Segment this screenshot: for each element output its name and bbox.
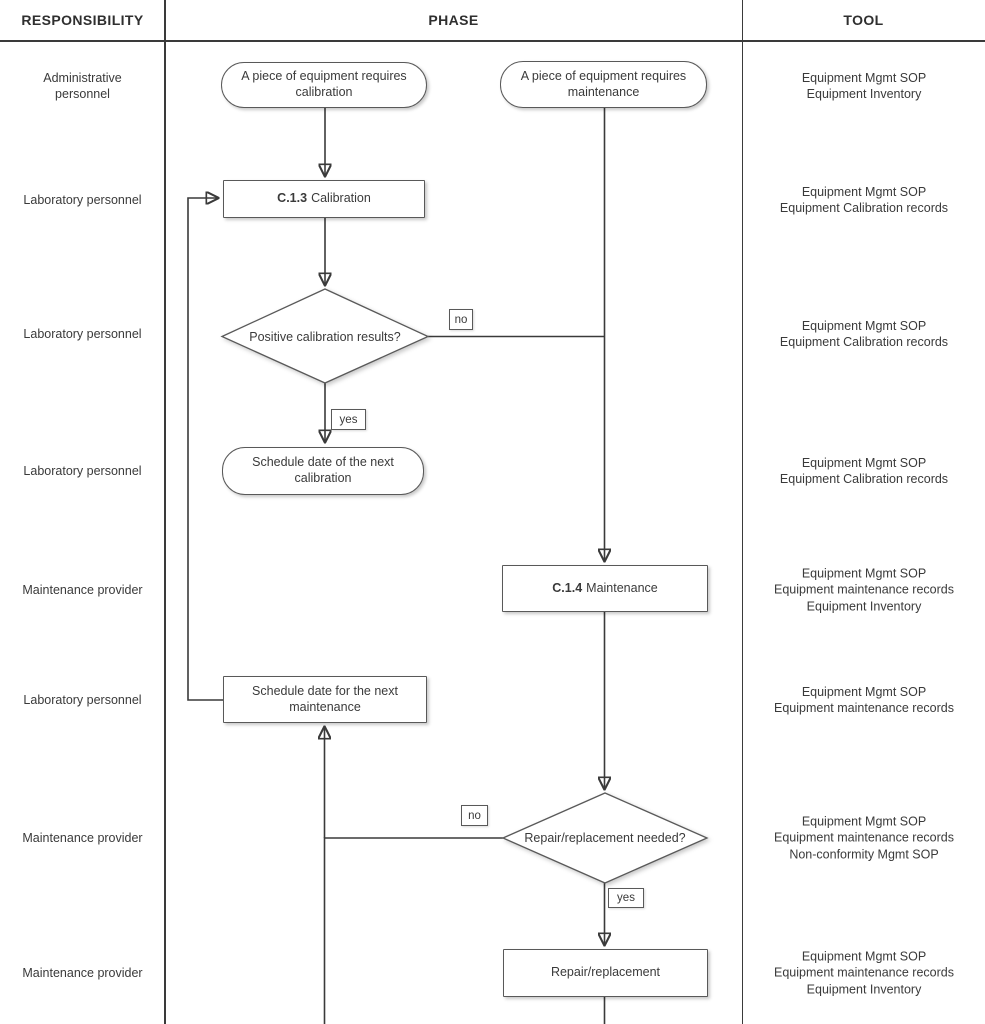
start-calibration-node: A piece of equipment requires calibratio… [221,62,427,108]
tool-label: Equipment Mgmt SOP Equipment maintenance… [774,684,954,715]
column-divider-left [164,0,166,1024]
edge-label-repair-yes: yes [608,888,644,908]
header-divider [0,40,985,42]
tool-label: Equipment Mgmt SOP Equipment Inventory [801,70,927,101]
schedule-calibration-node: Schedule date of the next calibration [222,447,424,495]
header-tool: TOOL [843,12,884,28]
edge-label-calibration-yes: yes [331,409,366,430]
edge-decision2-no [323,837,503,1024]
responsibility-label: Maintenance provider [22,582,143,597]
responsibility-label: Maintenance provider [22,965,143,980]
tool-label: Equipment Mgmt SOP Equipment maintenance… [774,814,954,862]
header-phase: PHASE [428,12,479,28]
tool-label: Equipment Mgmt SOP Equipment Calibration… [779,455,949,486]
tool-label: Equipment Mgmt SOP Equipment Calibration… [779,318,949,349]
maintenance-step-label: Maintenance [586,580,658,595]
responsibility-label: Laboratory personnel [23,692,142,707]
edge-loopback-to-c13 [187,198,223,701]
schedule-maintenance-node: Schedule date for the next maintenance [223,676,427,723]
header-responsibility: RESPONSIBILITY [21,12,144,28]
responsibility-label: Laboratory personnel [23,463,142,478]
calibration-step-node: C.1.3 Calibration [223,180,425,218]
responsibility-label: Maintenance provider [22,830,143,845]
maintenance-step-code: C.1.4 [552,580,583,595]
calibration-step-label: Calibration [311,191,371,206]
repair-step-node: Repair/replacement [503,949,708,997]
repair-decision-label: Repair/replacement needed? [524,831,686,845]
calibration-step-code: C.1.3 [277,191,308,206]
responsibility-label: Administrative personnel [43,70,122,101]
tool-label: Equipment Mgmt SOP Equipment maintenance… [774,949,954,997]
edge-label-repair-no: no [461,805,488,826]
edge-label-calibration-no: no [449,309,473,330]
responsibility-label: Laboratory personnel [23,192,142,207]
tool-label: Equipment Mgmt SOP Equipment maintenance… [774,566,954,614]
responsibility-label: Laboratory personnel [23,326,142,341]
maintenance-step-node: C.1.4 Maintenance [502,565,708,612]
tool-label: Equipment Mgmt SOP Equipment Calibration… [779,184,949,215]
calibration-decision-label: Positive calibration results? [249,330,401,344]
column-divider-right [741,0,743,1024]
start-maintenance-node: A piece of equipment requires maintenanc… [500,61,707,108]
